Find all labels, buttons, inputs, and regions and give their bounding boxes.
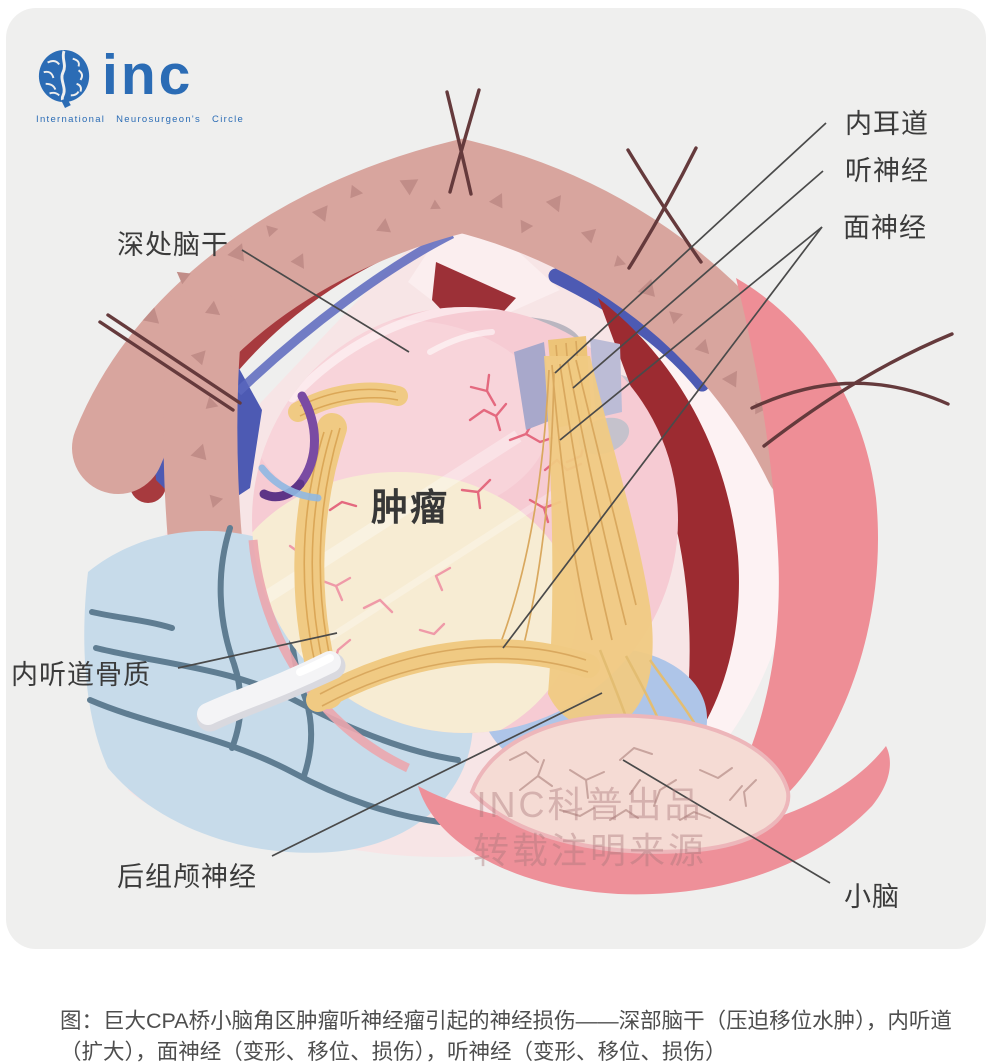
inc-logo: inc International Neurosurgeon's Circle [36, 46, 246, 125]
label-tumor: 肿瘤 [371, 487, 449, 528]
label-facial-nerve: 面神经 [843, 213, 927, 243]
vein-purple [295, 391, 319, 489]
label-internal-auditory-canal: 内耳道 [845, 109, 929, 139]
watermark-line2: 转载注明来源 [472, 830, 707, 872]
brain-icon [38, 49, 90, 108]
muscle-crescent [712, 278, 879, 827]
label-auditory-nerve: 听神经 [845, 156, 929, 186]
label-cerebellum: 小脑 [844, 882, 900, 912]
label-lower-cranial-nerves: 后组颅神经 [117, 862, 257, 892]
logo-subtitle: International Neurosurgeon's Circle [36, 114, 245, 125]
cerebellum-region [418, 713, 890, 895]
nerve-fan-strands [495, 359, 637, 661]
watermark: INC科普出品 转载注明来源 [425, 782, 755, 874]
surgical-instrument [196, 651, 346, 732]
caption-line2: （扩大），面神经（变形、移位、损伤），听神经（变形、移位、损伤） [60, 1039, 727, 1064]
leader-lines [177, 122, 831, 884]
label-deep-brainstem: 深处脑干 [117, 230, 229, 260]
watermark-line1: INC科普出品 [476, 784, 704, 825]
tumor-vessels [298, 373, 599, 524]
cerebellum-folds [509, 747, 757, 821]
caption-line1: 图：巨大CPA桥小脑角区肿瘤听神经瘤引起的神经损伤——深部脑干（压迫移位水肿），… [60, 1009, 952, 1033]
logo-brand-text: inc [102, 43, 194, 107]
figure-caption: 图：巨大CPA桥小脑角区肿瘤听神经瘤引起的神经损伤——深部脑干（压迫移位水肿），… [60, 1006, 970, 1064]
deep-dura-crescent [598, 298, 739, 762]
nerves [258, 356, 706, 779]
label-iac-bone: 内听道骨质 [11, 660, 151, 690]
tumor-vessels-cream [288, 544, 452, 666]
suture-threads [98, 88, 954, 448]
